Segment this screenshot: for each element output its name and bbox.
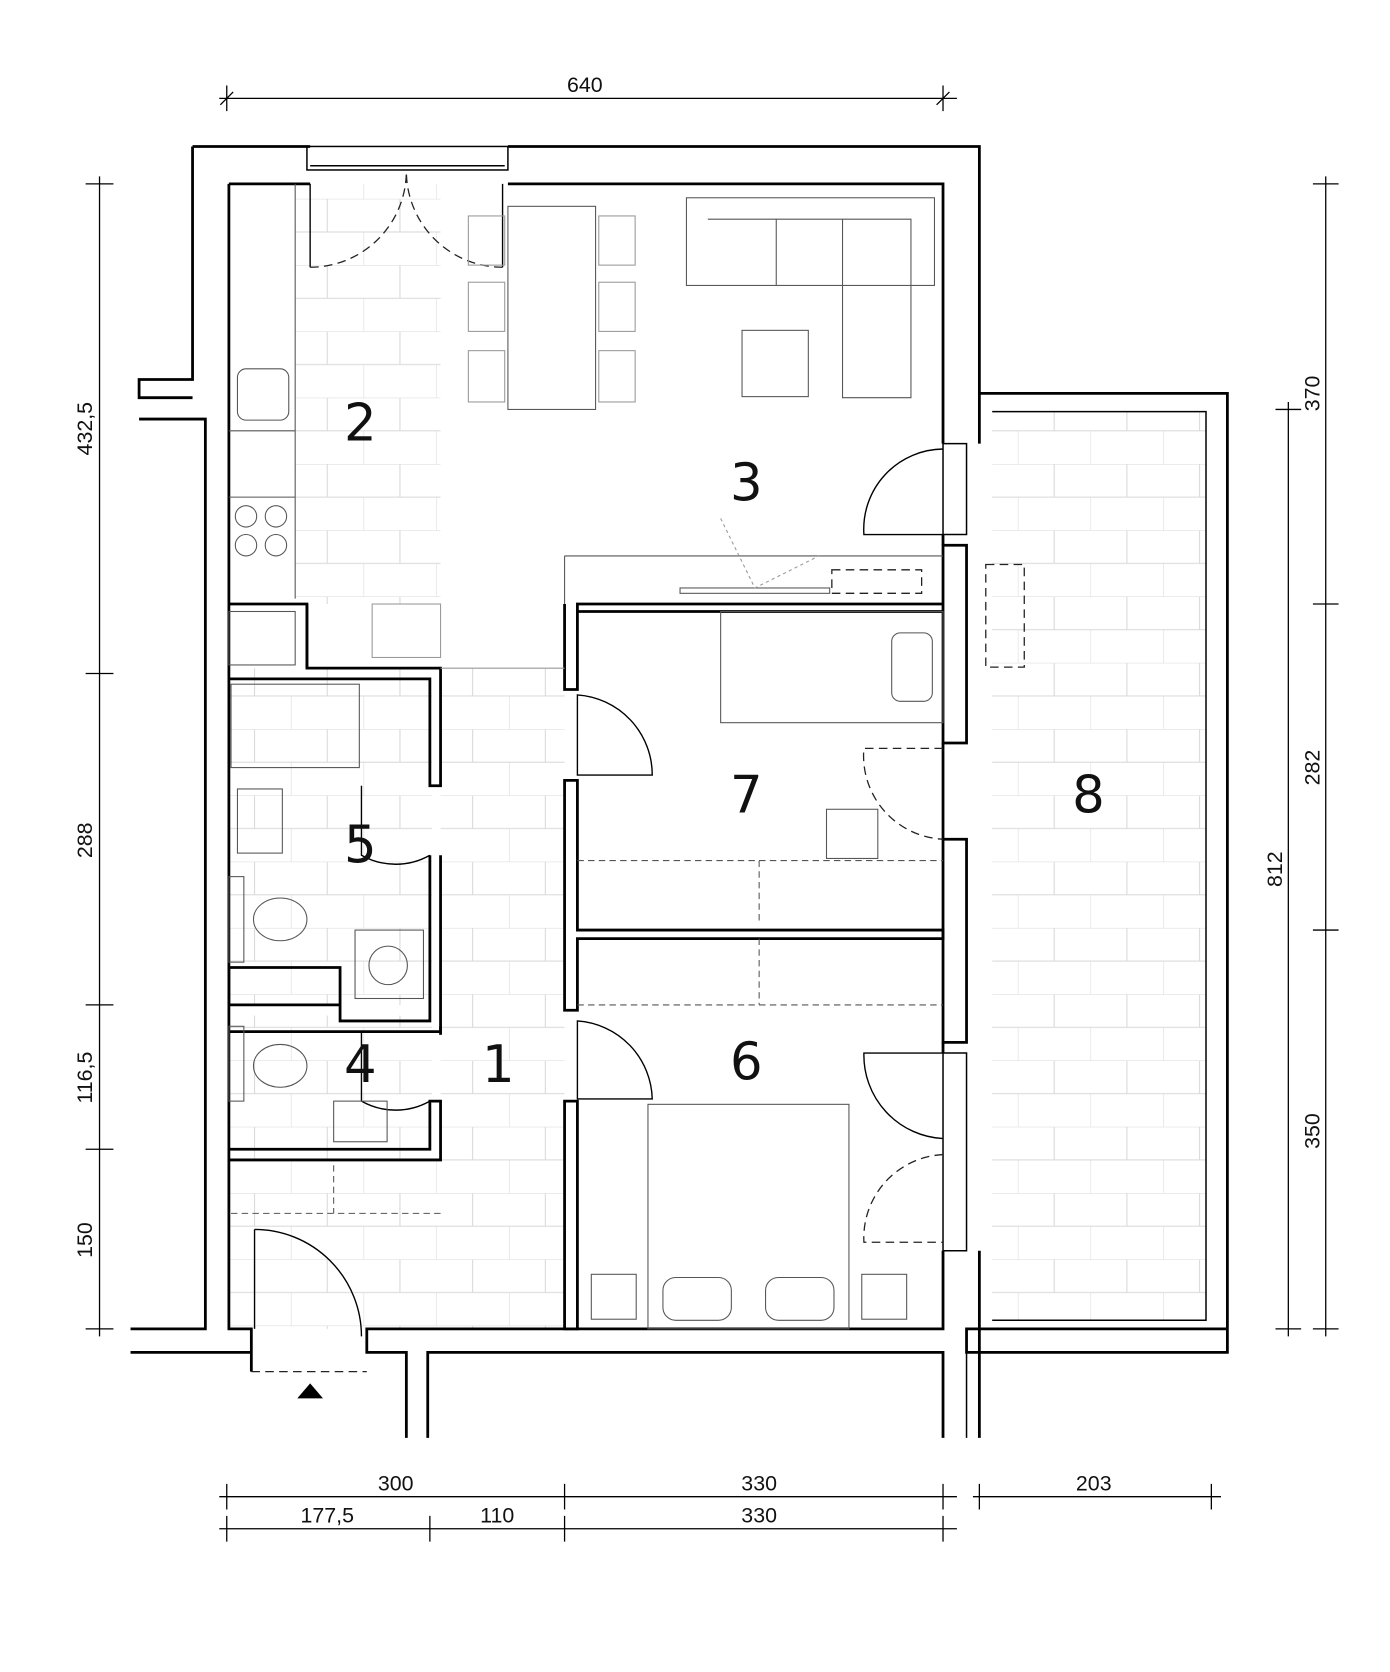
dim-bottom-203: 203: [1076, 1471, 1112, 1495]
dim-bottom-330a: 330: [741, 1471, 777, 1495]
dim-left-3: 116,5: [73, 1052, 97, 1104]
room-label-1: 1: [482, 1035, 515, 1095]
dim-bottom-300: 300: [378, 1471, 414, 1495]
tile-floors: [228, 183, 1207, 1329]
dimension-labels: 640 432,5 288 116,5 150 370 282 350 812 …: [73, 73, 1324, 1527]
entrance-arrow-icon: [297, 1383, 323, 1399]
dim-bottom-177: 177,5: [300, 1503, 354, 1527]
room-label-3: 3: [730, 453, 763, 513]
dim-right-2: 282: [1300, 750, 1324, 786]
dim-bottom-110: 110: [480, 1503, 514, 1527]
room-labels: 1 2 3 4 5 6 7 8: [344, 393, 1105, 1094]
dim-bottom-330b: 330: [741, 1503, 777, 1527]
top-window: [306, 145, 509, 268]
room-label-5: 5: [344, 816, 377, 876]
dim-left-1: 432,5: [73, 402, 97, 455]
dim-left-2: 288: [73, 822, 97, 858]
dim-right-3: 350: [1300, 1113, 1324, 1149]
furniture: [228, 183, 1025, 1330]
dimension-lines: [85, 85, 1339, 1542]
room-label-6: 6: [730, 1033, 763, 1093]
room-label-8: 8: [1072, 765, 1105, 825]
dim-left-4: 150: [73, 1222, 97, 1258]
exterior-walls: [130, 145, 1229, 1438]
stove-icon: [234, 505, 288, 557]
dim-right-total: 812: [1263, 851, 1287, 887]
doors: [253, 448, 944, 1337]
sink-icon: [236, 368, 290, 421]
room-label-7: 7: [730, 765, 763, 825]
dim-right-1: 370: [1300, 375, 1324, 411]
interior-walls: [227, 602, 945, 1331]
room-label-2: 2: [344, 393, 377, 453]
room-label-4: 4: [344, 1035, 377, 1095]
dim-top: 640: [567, 73, 603, 97]
